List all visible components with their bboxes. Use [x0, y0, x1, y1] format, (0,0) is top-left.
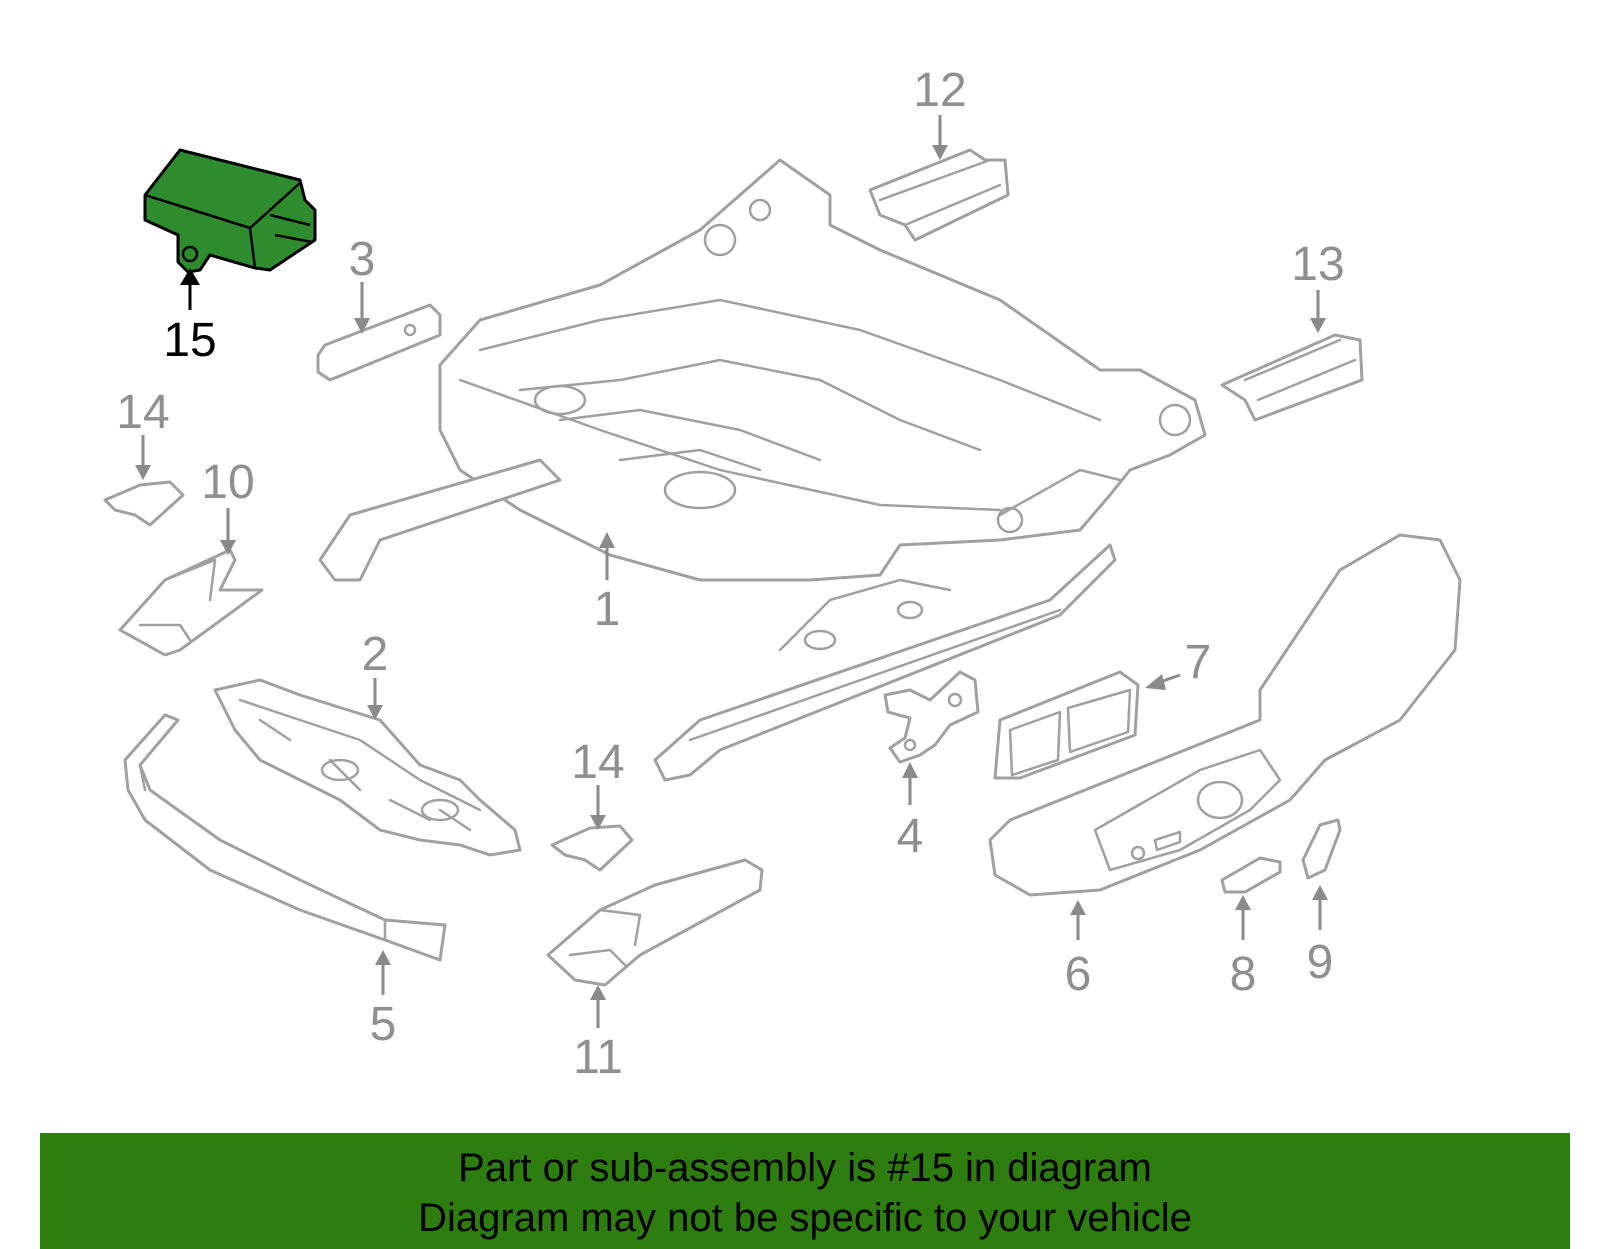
part-2-harness[interactable]	[213, 678, 522, 857]
part-1-seat-frame[interactable]	[318, 158, 1207, 782]
part-3-bracket[interactable]	[316, 303, 442, 382]
callout-11: 11	[573, 1031, 623, 1084]
callout-7: 7	[1185, 636, 1212, 689]
callout-labels: 15 3 12 13 14 10 1 2 7 4 14 5 11 6 8 9	[116, 64, 1344, 1084]
callout-14-lower: 14	[571, 736, 624, 789]
part-14-cap-lower[interactable]	[550, 824, 634, 872]
callout-15: 15	[163, 314, 216, 367]
part-5-trim-strip[interactable]	[123, 713, 447, 962]
callout-13: 13	[1291, 238, 1344, 291]
callout-4: 4	[897, 810, 924, 863]
part-7-switch[interactable]	[993, 670, 1140, 780]
info-banner: Part or sub-assembly is #15 in diagram D…	[40, 1133, 1570, 1249]
part-6-side-shield[interactable]	[988, 533, 1462, 897]
part-15-module[interactable]	[143, 148, 317, 274]
banner-line-disclaimer: Diagram may not be specific to your vehi…	[418, 1196, 1192, 1240]
callout-6: 6	[1065, 948, 1092, 1001]
part-10-cover[interactable]	[118, 548, 264, 657]
callout-12: 12	[913, 64, 966, 117]
callout-3: 3	[349, 233, 376, 286]
callout-2: 2	[362, 628, 389, 681]
part-9-knob[interactable]	[1301, 818, 1342, 880]
banner-line-part: Part or sub-assembly is #15 in diagram	[458, 1146, 1152, 1190]
part-4-bracket[interactable]	[883, 670, 980, 764]
callout-14-upper: 14	[116, 386, 169, 439]
callout-8: 8	[1230, 948, 1257, 1001]
part-11-cover[interactable]	[546, 858, 764, 987]
part-8-knob[interactable]	[1220, 856, 1282, 894]
leader-arrows	[135, 115, 1328, 1028]
callout-10: 10	[201, 456, 254, 509]
callout-5: 5	[370, 998, 397, 1051]
callout-1: 1	[594, 583, 621, 636]
part-12-trim[interactable]	[868, 148, 1010, 242]
part-14-cap-upper[interactable]	[103, 480, 185, 527]
callout-9: 9	[1307, 936, 1334, 989]
part-13-trim[interactable]	[1220, 333, 1364, 422]
